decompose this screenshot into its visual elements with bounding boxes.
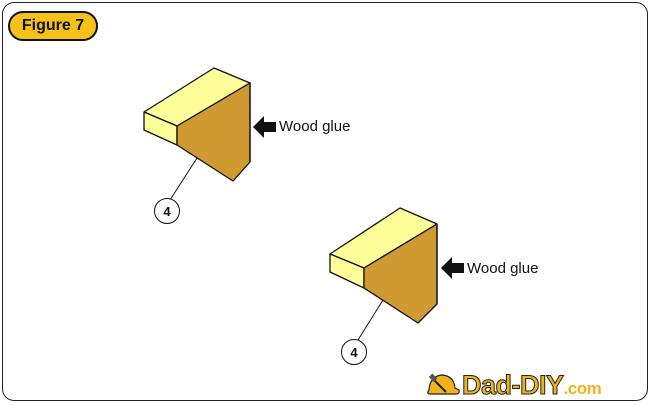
wood-block-2 — [329, 207, 464, 341]
logo-main-text: Dad-DIY — [462, 369, 565, 400]
glue-label-2: Wood glue — [467, 260, 539, 277]
block-2-triangle-face — [363, 223, 438, 324]
block-1-triangle-face — [176, 82, 251, 182]
leader-line-2 — [357, 299, 384, 341]
hard-hat-icon — [427, 373, 460, 395]
wood-block-1 — [143, 67, 276, 201]
leader-line-1 — [169, 157, 198, 201]
glue-label-1: Wood glue — [279, 118, 351, 135]
logo-suffix-text: .com — [563, 378, 602, 398]
arrow-1 — [253, 116, 276, 138]
figure-badge: Figure 7 — [8, 11, 98, 41]
diagram-frame — [2, 2, 648, 401]
callout-1: 4 — [154, 198, 180, 224]
dad-diy-logo: Dad-DIY.com — [424, 368, 602, 402]
callout-2: 4 — [341, 339, 367, 365]
arrow-2 — [441, 257, 464, 279]
